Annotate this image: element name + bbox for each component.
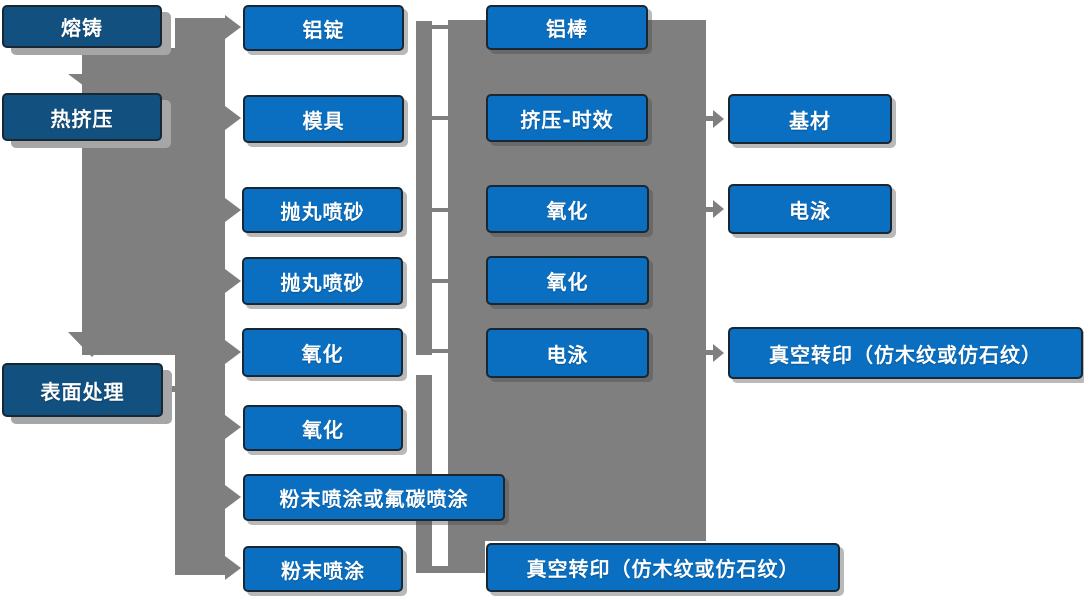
- flow-node-vacuum-transfer-print-1: 真空转印（仿木纹或仿石纹）: [486, 543, 840, 592]
- arrow-right-oxidation-1-icon: [225, 340, 241, 364]
- connector-bar-stem-base-material: [706, 116, 715, 121]
- arrow-right-powder-coating-2-icon: [225, 556, 241, 580]
- arrow-right-oxidation-2-icon: [225, 415, 241, 439]
- flow-node-hot-extrusion: 热挤压: [2, 93, 162, 141]
- connector-bar-stub-row4: [431, 279, 449, 283]
- flow-node-oxidation-4: 氧化: [486, 256, 649, 305]
- connector-bar-stub-row1: [431, 25, 449, 29]
- arrow-right-aluminum-ingot-icon: [225, 15, 241, 39]
- flow-node-oxidation-2: 氧化: [243, 405, 403, 451]
- arrow-right-powder-coating-1-icon: [225, 485, 241, 509]
- flow-node-mold: 模具: [243, 95, 404, 143]
- flow-node-extrusion-aging: 挤压-时效: [486, 94, 648, 142]
- arrow-right-base-material-icon: [713, 110, 724, 128]
- flow-node-label: 真空转印（仿木纹或仿石纹）: [769, 342, 1042, 367]
- flow-node-label: 氧化: [302, 417, 344, 442]
- flow-node-label: 真空转印（仿木纹或仿石纹）: [526, 557, 800, 581]
- flow-node-shot-blasting-2: 抛丸喷砂: [242, 257, 403, 305]
- flow-node-label: 粉末喷涂或氟碳喷涂: [279, 487, 469, 511]
- flow-node-surface-treatment: 表面处理: [2, 363, 163, 417]
- flow-node-label: 抛丸喷砂: [280, 270, 365, 295]
- connector-bar-stub-surface-treatment: [161, 386, 176, 392]
- connector-bar-stub-row3: [431, 208, 449, 212]
- connector-bar-panel-foot: [448, 541, 485, 573]
- connector-bar-stub-row2: [431, 116, 449, 120]
- arrow-right-shot-blasting-2-icon: [225, 269, 241, 293]
- flow-node-label: 铝锭: [302, 17, 345, 42]
- flow-node-vacuum-transfer-print-2: 真空转印（仿木纹或仿石纹）: [728, 327, 1083, 379]
- flow-node-label: 挤压-时效: [520, 107, 614, 132]
- flow-node-label: 电泳: [546, 342, 589, 367]
- flow-node-label: 铝棒: [546, 17, 588, 41]
- flow-node-oxidation-1: 氧化: [242, 328, 403, 377]
- flow-node-aluminum-ingot: 铝锭: [243, 5, 404, 51]
- flow-node-label: 氧化: [546, 270, 589, 294]
- connector-bar-spine-mid-seg1: [416, 21, 432, 355]
- arrow-right-electrophoresis-icon: [713, 200, 724, 218]
- flow-node-label: 热挤压: [50, 106, 114, 131]
- arrow-right-mold-icon: [225, 106, 241, 130]
- flow-node-aluminum-rod: 铝棒: [486, 5, 648, 50]
- connector-bar-stem-vacuum-print: [706, 350, 715, 355]
- arrow-right-shot-blasting-1-icon: [225, 198, 241, 222]
- flow-node-label: 粉末喷涂: [281, 558, 365, 583]
- connector-bar-stem-electrophoresis: [706, 207, 715, 212]
- flow-node-label: 电泳: [789, 198, 831, 223]
- flow-node-powder-coating: 粉末喷涂: [243, 546, 403, 592]
- flow-node-label: 基材: [789, 108, 831, 133]
- flow-node-powder-or-fluorocarbon-coating: 粉末喷涂或氟碳喷涂: [243, 474, 505, 521]
- flow-node-base-material: 基材: [728, 94, 892, 144]
- flow-node-label: 抛丸喷砂: [280, 199, 365, 224]
- flow-node-label: 熔铸: [61, 16, 103, 40]
- flow-node-oxidation-3: 氧化: [486, 185, 649, 233]
- flow-node-electrophoresis-2: 电泳: [728, 184, 892, 234]
- flow-node-melting-casting: 熔铸: [2, 5, 162, 48]
- flow-node-shot-blasting-1: 抛丸喷砂: [242, 187, 403, 233]
- arrow-right-vacuum-print-icon: [713, 344, 724, 362]
- flow-node-label: 模具: [302, 108, 345, 133]
- flow-node-label: 表面处理: [40, 379, 125, 404]
- flow-node-label: 氧化: [301, 342, 344, 366]
- connector-bar-stub-row5: [431, 349, 449, 353]
- connector-bar-spine-left: [175, 18, 225, 575]
- connector-bar-stub-bottom: [431, 566, 451, 573]
- flow-node-electrophoresis-1: 电泳: [486, 328, 649, 378]
- flow-node-label: 氧化: [546, 198, 589, 223]
